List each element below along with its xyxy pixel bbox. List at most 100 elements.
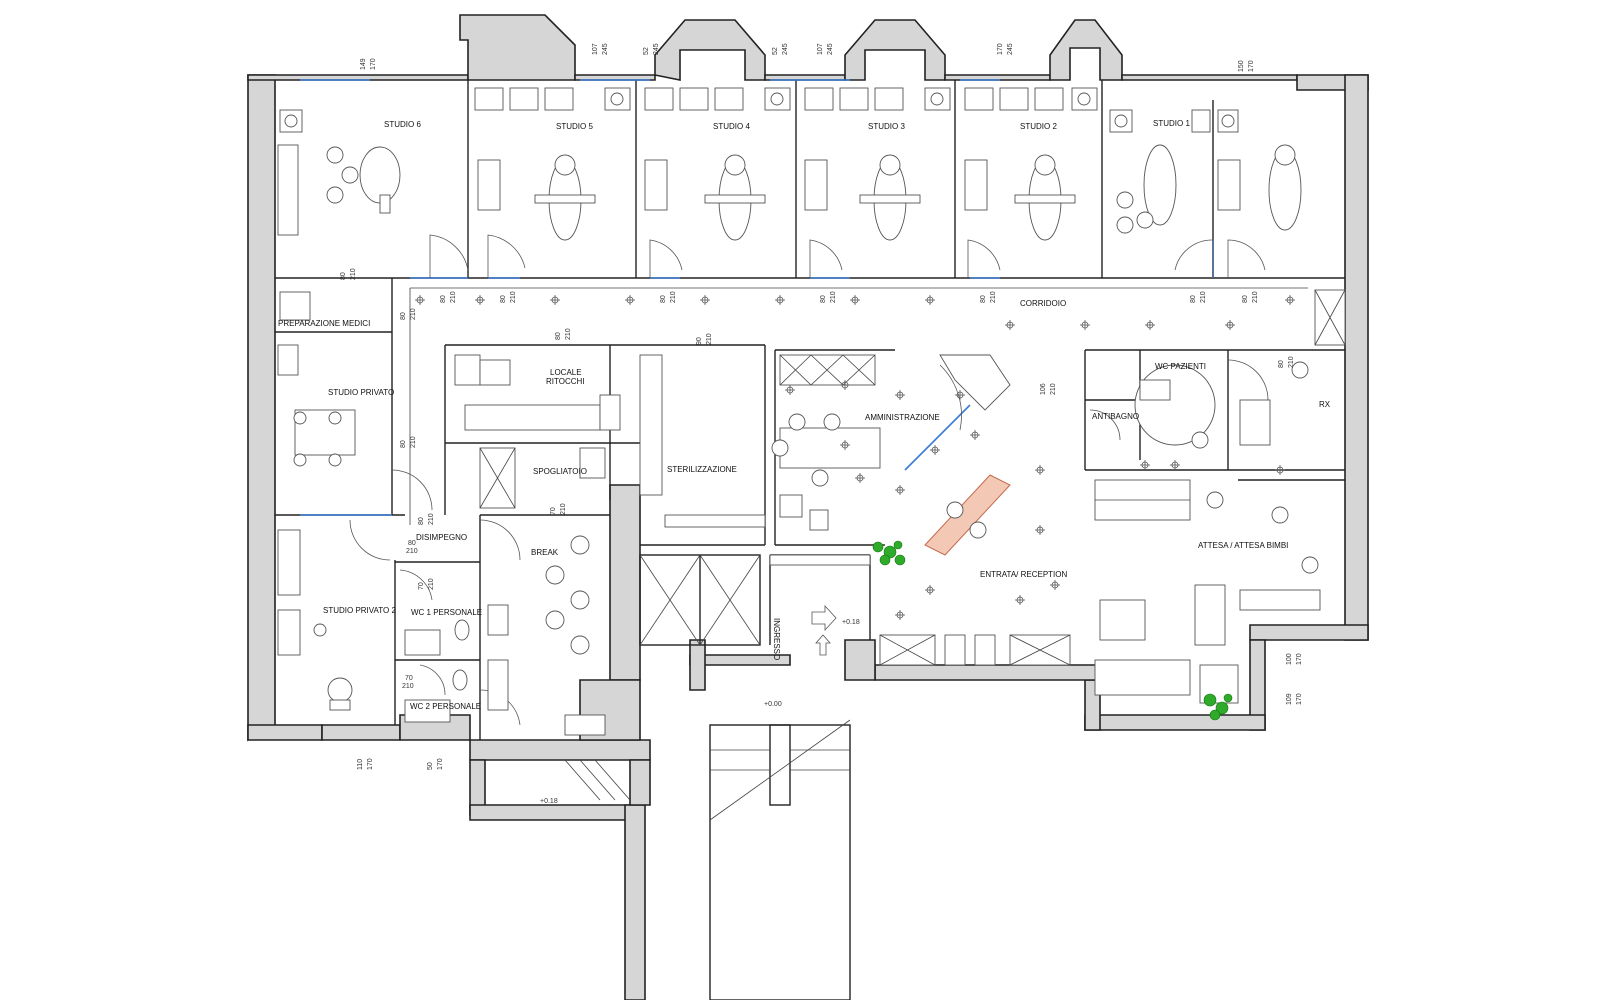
- dim-label: 210: [406, 548, 418, 555]
- dim-label: 80: [1190, 295, 1197, 303]
- dim-label: 210: [428, 513, 435, 525]
- arrow-up-icon: [815, 634, 831, 656]
- room-label-studio2: STUDIO 2: [1020, 122, 1057, 131]
- dim-label: 210: [428, 578, 435, 590]
- dim-label: 80: [1278, 360, 1285, 368]
- dim-label: 80: [1242, 295, 1249, 303]
- room-label-studio1: STUDIO 1: [1153, 119, 1190, 128]
- dim-label: 210: [670, 291, 677, 303]
- dim-label: 110: [357, 759, 364, 770]
- room-label-disimpegno: DISIMPEGNO: [416, 533, 467, 542]
- arrow-right-icon: [811, 604, 837, 632]
- dim-label: 80: [820, 295, 827, 303]
- dim-label: 80: [500, 295, 507, 303]
- dim-label: 109: [1286, 693, 1293, 705]
- room-label-ingresso: INGRESSO: [772, 618, 781, 660]
- stairs: [564, 719, 851, 1000]
- studio-furniture: [277, 87, 1302, 241]
- room-label-break: BREAK: [531, 548, 559, 557]
- dim-label: 107: [817, 43, 824, 55]
- dim-label: 210: [1050, 383, 1057, 395]
- dim-label: 245: [827, 43, 834, 55]
- plant-icon: [872, 540, 906, 566]
- room-label-wc1: WC 1 PERSONALE: [411, 608, 482, 617]
- dim-label: 245: [602, 43, 609, 55]
- dim-label: 90: [696, 337, 703, 345]
- room-label-studio4: STUDIO 4: [713, 122, 750, 131]
- dim-label: 210: [350, 268, 357, 280]
- dim-label: 210: [565, 328, 572, 340]
- room-label-studio5: STUDIO 5: [556, 122, 593, 131]
- room-label-entrata: ENTRATA/ RECEPTION: [980, 570, 1067, 579]
- dim-label: 70: [405, 675, 413, 682]
- dim-label: 210: [990, 291, 997, 303]
- room-label-studio-privato: STUDIO PRIVATO: [328, 388, 394, 397]
- room-label-amministrazione: AMMINISTRAZIONE: [865, 413, 940, 422]
- dim-label: 210: [830, 291, 837, 303]
- room-label-studio6: STUDIO 6: [384, 120, 421, 129]
- dim-label: 80: [400, 440, 407, 448]
- dim-label: 80: [440, 295, 447, 303]
- room-label-locale: LOCALE: [550, 368, 582, 377]
- room-label-ritocchi: RITOCCHI: [546, 377, 585, 386]
- level-entrance: +0.18: [842, 619, 860, 626]
- dimension-labels: 149 170 107 245 52 245 52 245 107 245 17…: [340, 43, 1303, 770]
- dim-label: 170: [1248, 60, 1255, 72]
- room-labels: STUDIO 6 STUDIO 5 STUDIO 4 STUDIO 3 STUD…: [278, 119, 1331, 711]
- dim-label: 107: [592, 43, 599, 55]
- room-label-wc2: WC 2 PERSONALE: [410, 702, 481, 711]
- dim-label: 170: [367, 758, 374, 770]
- other-furniture: [277, 289, 1346, 736]
- dim-label: 210: [510, 291, 517, 303]
- dim-label: 80: [418, 517, 425, 525]
- dim-label: 210: [560, 503, 567, 515]
- dim-label: 245: [653, 43, 660, 55]
- room-label-studio3: STUDIO 3: [868, 122, 905, 131]
- dim-label: 149: [360, 58, 367, 70]
- dim-label: 80: [400, 312, 407, 320]
- dim-label: 210: [1288, 356, 1295, 368]
- dim-label: 70: [418, 582, 425, 590]
- dim-label: 210: [450, 291, 457, 303]
- dim-label: 210: [1252, 291, 1259, 303]
- room-label-preparazione: PREPARAZIONE MEDICI: [278, 319, 370, 328]
- dim-label: 170: [1296, 653, 1303, 665]
- room-label-rx: RX: [1319, 400, 1331, 409]
- dim-label: 106: [1040, 383, 1047, 395]
- dim-label: 52: [772, 47, 779, 55]
- dim-label: 170: [997, 43, 1004, 55]
- dim-label: 80: [340, 272, 347, 280]
- dim-label: 210: [706, 333, 713, 345]
- dim-label: 80: [660, 295, 667, 303]
- dim-label: 50: [427, 762, 434, 770]
- room-label-attesa: ATTESA / ATTESA BIMBI: [1198, 541, 1288, 550]
- room-label-corridoio: CORRIDOIO: [1020, 299, 1066, 308]
- room-label-wc-pazienti: WC PAZIENTI: [1155, 362, 1206, 371]
- dim-label: 70: [550, 507, 557, 515]
- glass-doors: [300, 79, 1214, 471]
- dim-label: 170: [437, 758, 444, 770]
- dim-label: 150: [1238, 60, 1245, 72]
- level-ground: +0.00: [764, 701, 782, 708]
- room-label-antibagno: ANTIBAGNO: [1092, 412, 1139, 421]
- level-stair: +0.18: [540, 798, 558, 805]
- dim-label: 52: [643, 47, 650, 55]
- dim-label: 245: [1007, 43, 1014, 55]
- room-label-sterilizzazione: STERILIZZAZIONE: [667, 465, 737, 474]
- dim-label: 210: [410, 436, 417, 448]
- dim-label: 245: [782, 43, 789, 55]
- dim-label: 80: [555, 332, 562, 340]
- exterior-walls: [247, 14, 1369, 1000]
- dim-label: 100: [1286, 653, 1293, 665]
- dim-label: 210: [1200, 291, 1207, 303]
- ceiling-lights: [415, 295, 1295, 620]
- dim-label: 80: [408, 540, 416, 547]
- dim-label: 210: [402, 683, 414, 690]
- dim-label: 210: [410, 308, 417, 320]
- dim-label: 170: [370, 58, 377, 70]
- dim-label: 170: [1296, 693, 1303, 705]
- dim-label: 80: [980, 295, 987, 303]
- room-label-spogliatoio: SPOGLIATOIO: [533, 467, 587, 476]
- room-label-studio-privato-2: STUDIO PRIVATO 2: [323, 606, 396, 615]
